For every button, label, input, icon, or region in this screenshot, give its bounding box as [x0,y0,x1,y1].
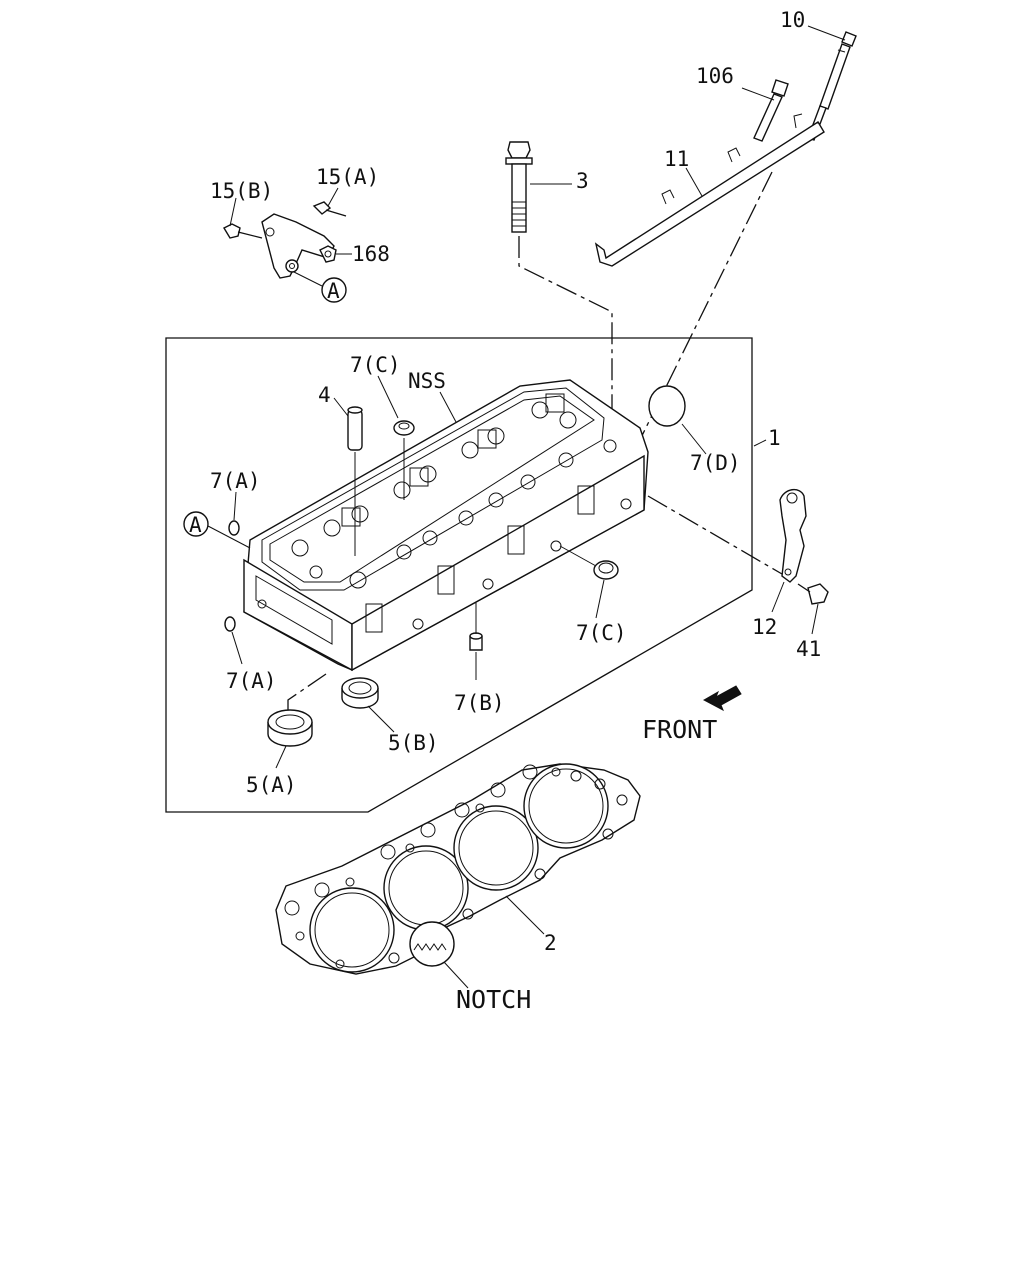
label-part-1: 1 [768,426,781,450]
leader-41 [811,603,819,635]
leader-ref-a-top [293,271,323,287]
bolt-15a-part [312,201,347,217]
bracket-bolt-part [797,583,829,605]
install-line-bracket [647,495,783,575]
label-nss: NSS [408,369,446,393]
expansion-plug-part [648,385,686,427]
label-part-168: 168 [352,242,390,266]
label-part-2: 2 [544,931,557,955]
leader-2 [505,895,545,935]
dowel-pin-bottom-part [224,616,236,632]
label-part-7d: 7(D) [690,451,741,475]
assembly-boundary-box [165,337,753,813]
label-part-7b: 7(B) [454,691,505,715]
label-part-7a-bottom: 7(A) [226,669,277,693]
leader-ref-a-left [207,525,251,549]
connector-bolt-part [753,79,789,142]
label-part-3: 3 [576,169,589,193]
label-notch: NOTCH [456,985,531,1014]
install-line-bolt [518,236,613,428]
ref-marker-a-top-label: A [327,279,340,303]
valve-seal-top-part [393,420,415,436]
oil-seal-5a-part [267,709,313,747]
head-bolt-part [505,141,533,233]
bolt-15b-part [223,223,263,239]
label-part-15b: 15(B) [210,179,273,203]
label-part-11: 11 [664,147,689,171]
label-part-7c-bottom: 7(C) [576,621,627,645]
front-direction-label: FRONT [642,715,717,744]
leader-11 [685,167,703,197]
dowel-pin-top-part [228,520,240,536]
label-part-5b: 5(B) [388,731,439,755]
label-part-4: 4 [318,383,331,407]
leader-nss [439,391,457,423]
leader-notch [443,961,469,989]
label-part-41: 41 [796,637,821,661]
leader-5a [275,745,287,769]
leader-4 [333,397,349,417]
leader-10 [807,25,846,41]
head-gasket-part [275,763,641,975]
ref-marker-a-left [183,511,209,537]
label-part-10: 10 [780,8,805,32]
dowel-7b-part [469,632,483,651]
connector-plate-part [594,113,825,267]
leader-12 [771,581,785,613]
leader-7a-top [233,491,237,521]
ref-marker-a-top [321,277,347,303]
leader-7c-top [377,375,399,419]
label-part-15a: 15(A) [316,165,379,189]
leader-15a [327,187,339,207]
lifting-bracket-part [779,489,807,583]
leader-1 [753,439,767,447]
leader-7a-bottom [231,631,243,665]
leader-5b [367,705,395,733]
ref-marker-a-left-label: A [189,513,202,537]
label-part-12: 12 [752,615,777,639]
oil-seal-5b-part [341,677,379,709]
leader-7c-bottom [595,579,605,619]
leader-106 [741,87,775,101]
arrow-left-down-icon [702,685,742,712]
cylinder-head-part [243,379,649,672]
label-part-7a-top: 7(A) [210,469,261,493]
leader-7d [681,423,707,455]
label-part-5a: 5(A) [246,773,297,797]
install-line-7c-bottom [559,545,597,567]
leader-15b [229,197,237,227]
valve-guide-part [347,406,363,451]
hanger-bracket-part [261,213,337,279]
label-part-106: 106 [696,64,734,88]
seal-7c-bottom-part [593,560,619,580]
label-part-7c-top: 7(C) [350,353,401,377]
notch-detail-callout [409,921,455,967]
